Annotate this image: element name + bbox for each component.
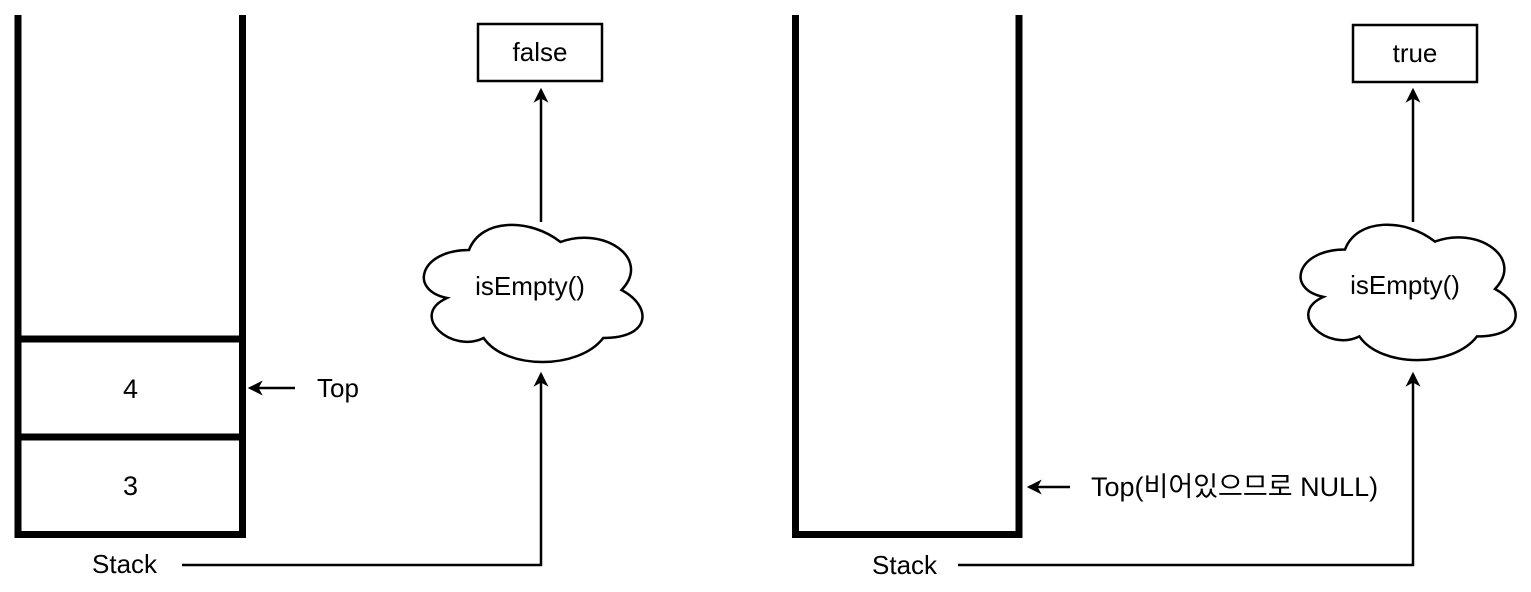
- left-stack-container: [14, 15, 246, 538]
- left-isempty-cloud: [422, 223, 644, 364]
- true-result-label: true: [1392, 38, 1438, 68]
- right-isempty-cloud: [1299, 223, 1517, 362]
- false-result-label: false: [512, 37, 568, 67]
- left-stack-cell-value-top: 4: [122, 374, 139, 404]
- right-top-pointer-label: Top(비어있으므로 NULL): [1091, 472, 1379, 502]
- left-stack-cell-value-bottom: 3: [122, 471, 139, 501]
- left-stack-to-cloud-arrow: [182, 371, 549, 567]
- left-top-pointer-label: Top: [317, 373, 359, 403]
- left-stack-label: Stack: [92, 549, 158, 579]
- right-isempty-operation-label: isEmpty(): [1350, 270, 1460, 300]
- false-result-box: [476, 22, 604, 83]
- right-stack-to-cloud-arrow: [958, 371, 1421, 567]
- right-stack-label: Stack: [872, 550, 938, 580]
- true-result-box: [1351, 23, 1479, 84]
- left-isempty-operation-label: isEmpty(): [475, 271, 585, 301]
- right-stack-container: [792, 15, 1023, 538]
